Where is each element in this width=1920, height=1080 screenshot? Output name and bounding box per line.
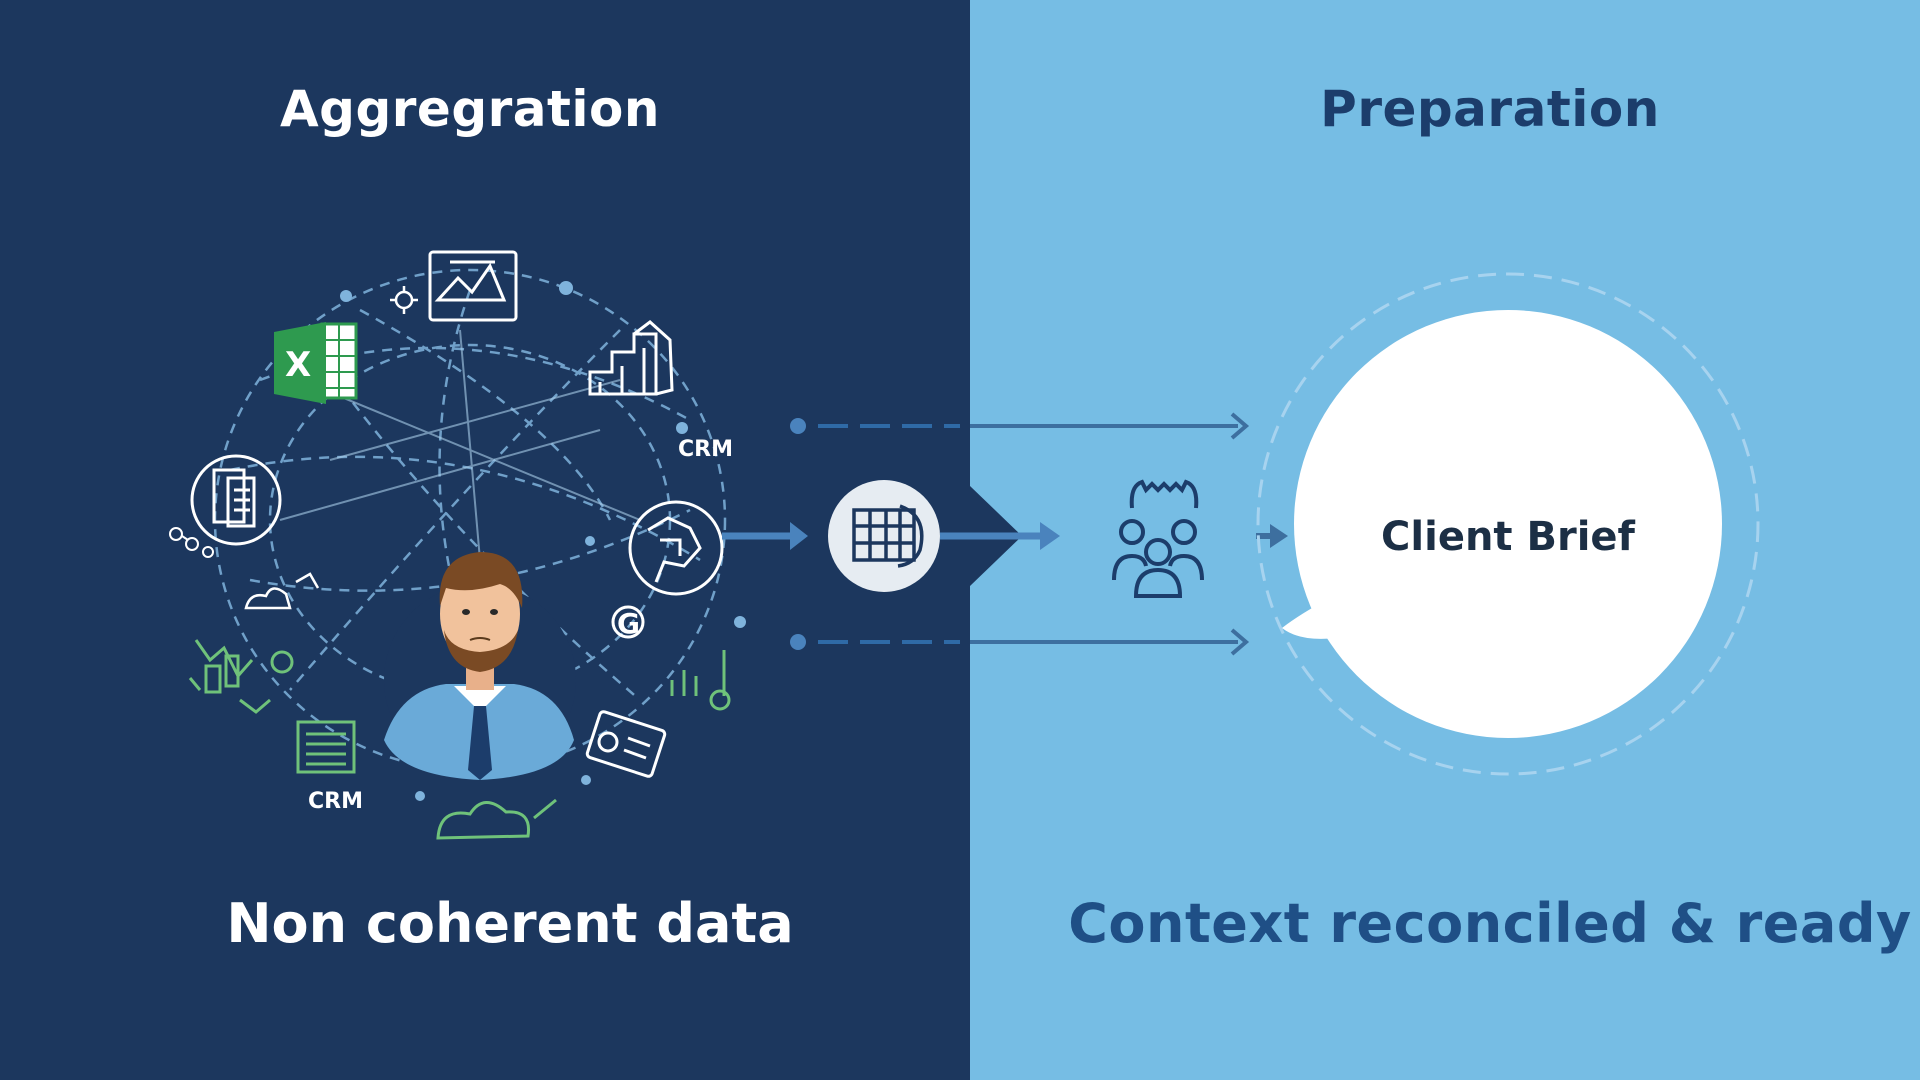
client-brief-bubble bbox=[1256, 272, 1760, 776]
aggregation-heading: Aggregration bbox=[279, 80, 661, 138]
crm-label-right: CRM bbox=[678, 437, 733, 462]
bottom-cloud-icon bbox=[436, 798, 557, 840]
green-data-icons bbox=[188, 639, 294, 714]
flow-arrows bbox=[722, 412, 1288, 656]
molecule-icon bbox=[169, 527, 214, 558]
globe-icon bbox=[628, 500, 724, 596]
chart-window-icon bbox=[428, 250, 518, 322]
network-solid-lines bbox=[279, 329, 641, 561]
left-caption: Non coherent data bbox=[226, 892, 794, 955]
search-letter: G bbox=[617, 607, 640, 640]
search-icon: G bbox=[611, 605, 645, 640]
cloud-icon bbox=[244, 572, 320, 610]
bar-chart-icon bbox=[670, 650, 731, 711]
crm-label-bottom: CRM bbox=[308, 789, 363, 814]
aggregation-panel bbox=[0, 0, 970, 1080]
client-brief-text: Client Brief bbox=[1381, 514, 1635, 560]
right-caption: Context reconciled & ready bbox=[1068, 892, 1912, 955]
spreadsheet-letter: X bbox=[285, 345, 311, 385]
team-icon bbox=[1112, 479, 1204, 598]
preparation-heading: Preparation bbox=[1320, 80, 1660, 138]
document-icon bbox=[190, 454, 282, 546]
gear-icon bbox=[390, 286, 418, 314]
staircase-chart-icon bbox=[588, 320, 674, 396]
network-dots bbox=[340, 281, 746, 801]
person-avatar bbox=[384, 552, 576, 780]
spreadsheet-icon: X bbox=[274, 322, 358, 404]
report-icon bbox=[296, 720, 356, 774]
hub-globe-icon bbox=[828, 480, 940, 592]
calendar-icon bbox=[585, 710, 667, 778]
